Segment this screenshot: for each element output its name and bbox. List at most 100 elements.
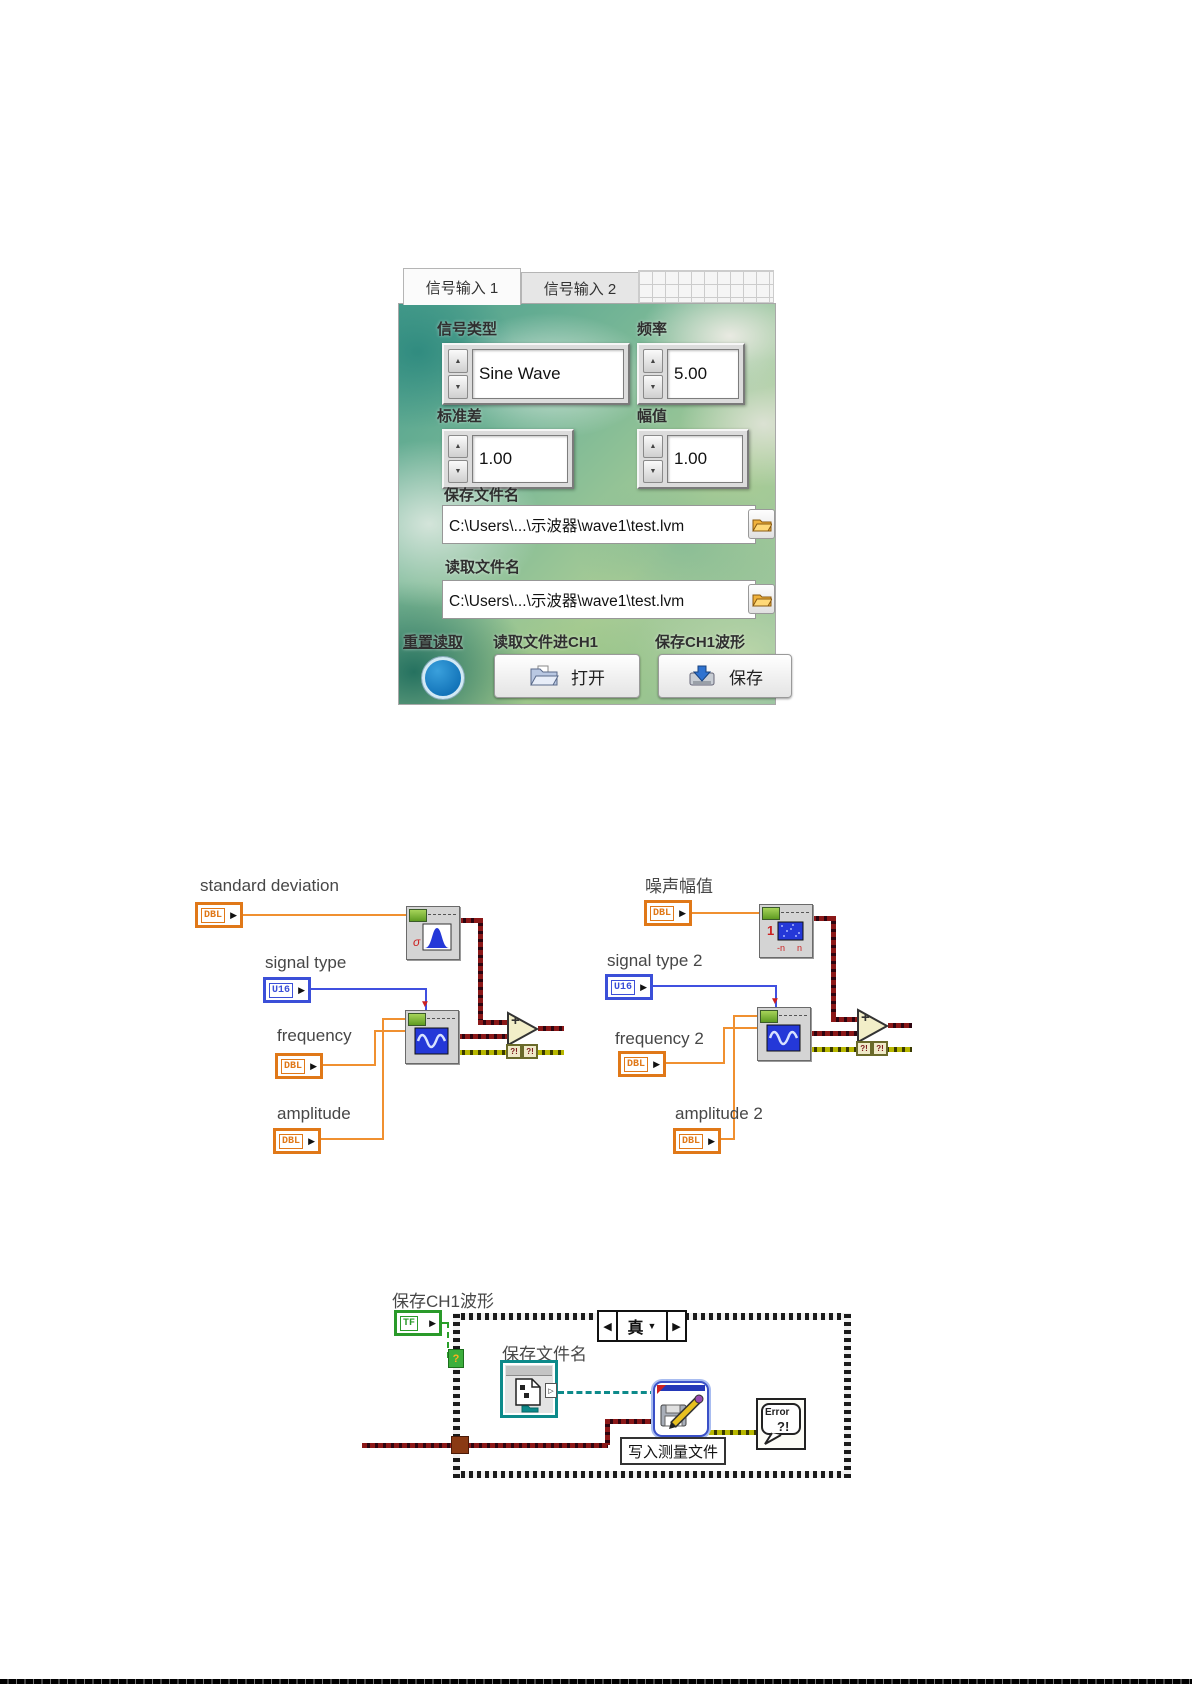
- simulate-uniform-noise-vi[interactable]: 1 -n n: [759, 904, 813, 958]
- svg-text:n: n: [797, 943, 802, 953]
- frequency-diagram-label: frequency: [277, 1026, 352, 1045]
- tab-signal-input-2[interactable]: 信号输入 2: [521, 272, 639, 304]
- case-border-right: [844, 1313, 851, 1478]
- simulate-noise-vi[interactable]: σ: [406, 906, 460, 960]
- amplitude-diagram-label: amplitude: [277, 1104, 351, 1123]
- svg-text:σ: σ: [413, 935, 421, 949]
- spinner-down-button[interactable]: ▼: [448, 460, 468, 483]
- case-prev-arrow[interactable]: ◀: [599, 1312, 618, 1340]
- error-merge-node: ?!: [506, 1044, 522, 1059]
- signal-type2-terminal[interactable]: U16 ▶: [605, 974, 653, 1000]
- read-path-field[interactable]: C:\Users\...\示波器\wave1\test.lvm: [442, 580, 756, 619]
- spinner-up-button[interactable]: ▲: [448, 435, 468, 458]
- amplitude2-terminal[interactable]: DBL ▶: [673, 1128, 721, 1154]
- amplitude-value[interactable]: 1.00: [667, 435, 743, 483]
- save-path-field[interactable]: C:\Users\...\示波器\wave1\test.lvm: [442, 505, 756, 544]
- std-dev-control[interactable]: ▲ ▼ 1.00: [442, 429, 574, 489]
- frequency-control[interactable]: ▲ ▼ 5.00: [637, 343, 745, 405]
- sine-wave-icon: [766, 1024, 801, 1052]
- terminal-arrow-icon: ▶: [640, 981, 647, 992]
- spinner-up-button[interactable]: ▲: [643, 435, 663, 458]
- spinner: ▲ ▼: [448, 435, 468, 483]
- std-dev-terminal[interactable]: DBL ▶: [195, 902, 243, 928]
- read-path-label: 读取文件名: [445, 559, 521, 576]
- error-bubble-icon: [761, 1403, 801, 1445]
- spinner-down-button[interactable]: ▼: [448, 375, 468, 399]
- wire-orange: [382, 1018, 407, 1020]
- wire-orange: [382, 1018, 384, 1140]
- uniform-noise-icon: 1 -n n: [767, 921, 804, 953]
- simulate-signal2-vi[interactable]: [757, 1007, 811, 1061]
- wire-orange: [658, 1062, 725, 1064]
- case-selector[interactable]: ◀ 真 ▼ ▶: [597, 1310, 687, 1342]
- signal-type-terminal[interactable]: U16 ▶: [263, 977, 311, 1003]
- signal-type-control[interactable]: ▲ ▼ Sine Wave: [442, 343, 630, 405]
- save-ch1-boolean-terminal[interactable]: TF ▶: [394, 1310, 442, 1336]
- document-icon: [515, 1378, 541, 1406]
- frequency2-terminal[interactable]: DBL ▶: [618, 1051, 666, 1077]
- wire-boolean: [442, 1322, 449, 1324]
- read-path-browse-button[interactable]: [748, 584, 775, 614]
- wire-dynamic: [478, 918, 483, 1025]
- signal-type-value[interactable]: Sine Wave: [472, 349, 624, 399]
- wire-dynamic: [538, 1026, 564, 1031]
- case-border-left: [453, 1313, 460, 1478]
- case-selector-value[interactable]: 真 ▼: [627, 1320, 657, 1337]
- simulate-signal-vi[interactable]: [405, 1010, 459, 1064]
- save-path-diagram-label: 保存文件名: [502, 1345, 587, 1364]
- tab-strip-filler: [638, 270, 774, 303]
- std-dev-label: 标准差: [437, 408, 483, 425]
- wire-dynamic: [458, 918, 482, 923]
- terminal-arrow-icon: ▶: [230, 909, 237, 920]
- waveform-chip-icon: [762, 907, 780, 920]
- spinner-down-button[interactable]: ▼: [643, 375, 663, 399]
- error-merge-node: ?!: [856, 1041, 872, 1056]
- add-node[interactable]: [856, 1007, 890, 1045]
- save-path-browse-button[interactable]: [748, 509, 775, 539]
- wire-dynamic: [605, 1419, 653, 1424]
- add-node[interactable]: [506, 1010, 540, 1048]
- tab-signal-input-1[interactable]: 信号输入 1: [403, 268, 521, 305]
- terminal-arrow-icon: ▶: [679, 907, 686, 918]
- waveform-chip-icon: [760, 1010, 778, 1023]
- terminal-arrow-icon: ▶: [308, 1135, 315, 1146]
- write-file-icon: [657, 1385, 705, 1429]
- spinner-up-button[interactable]: ▲: [643, 349, 663, 373]
- open-folder-icon: [530, 665, 559, 686]
- frequency-terminal[interactable]: DBL ▶: [275, 1053, 323, 1079]
- frequency-value[interactable]: 5.00: [667, 349, 739, 399]
- open-button[interactable]: 打开: [494, 654, 640, 698]
- terminal-arrow-icon: ▶: [653, 1058, 660, 1069]
- wire-orange: [323, 1064, 376, 1066]
- signal-type2-diagram-label: signal type 2: [607, 951, 703, 970]
- save-disk-icon: [689, 665, 715, 686]
- amplitude-terminal[interactable]: DBL ▶: [273, 1128, 321, 1154]
- std-dev-diagram-label: standard deviation: [200, 876, 339, 895]
- svg-text:-n: -n: [777, 943, 785, 953]
- wire-dynamic: [457, 1034, 508, 1039]
- wire-orange: [374, 1030, 407, 1032]
- std-dev-value[interactable]: 1.00: [472, 435, 568, 483]
- wire-blue: [653, 985, 777, 987]
- tab-label: 信号输入 1: [425, 279, 499, 297]
- save-button[interactable]: 保存: [658, 654, 792, 698]
- spinner-up-button[interactable]: ▲: [448, 349, 468, 373]
- write-measurement-file-vi[interactable]: [653, 1381, 709, 1437]
- case-next-arrow[interactable]: ▶: [666, 1312, 685, 1340]
- noise-amp-terminal[interactable]: DBL ▶: [644, 900, 692, 926]
- simple-error-handler-node[interactable]: Error ?!: [756, 1398, 806, 1450]
- file-path-node[interactable]: ▷: [500, 1360, 558, 1418]
- terminal-arrow-icon: ▶: [708, 1135, 715, 1146]
- folder-icon: [751, 519, 772, 531]
- wire-orange: [723, 1027, 725, 1064]
- add-symbol: +: [861, 1009, 870, 1026]
- spinner-down-button[interactable]: ▼: [643, 460, 663, 483]
- frequency2-diagram-label: frequency 2: [615, 1029, 704, 1048]
- reset-read-button[interactable]: [422, 657, 464, 699]
- path-node-header: [506, 1366, 552, 1376]
- amplitude-control[interactable]: ▲ ▼ 1.00: [637, 429, 749, 489]
- wire-dynamic: [811, 916, 835, 921]
- error-merge-node: ?!: [872, 1041, 888, 1056]
